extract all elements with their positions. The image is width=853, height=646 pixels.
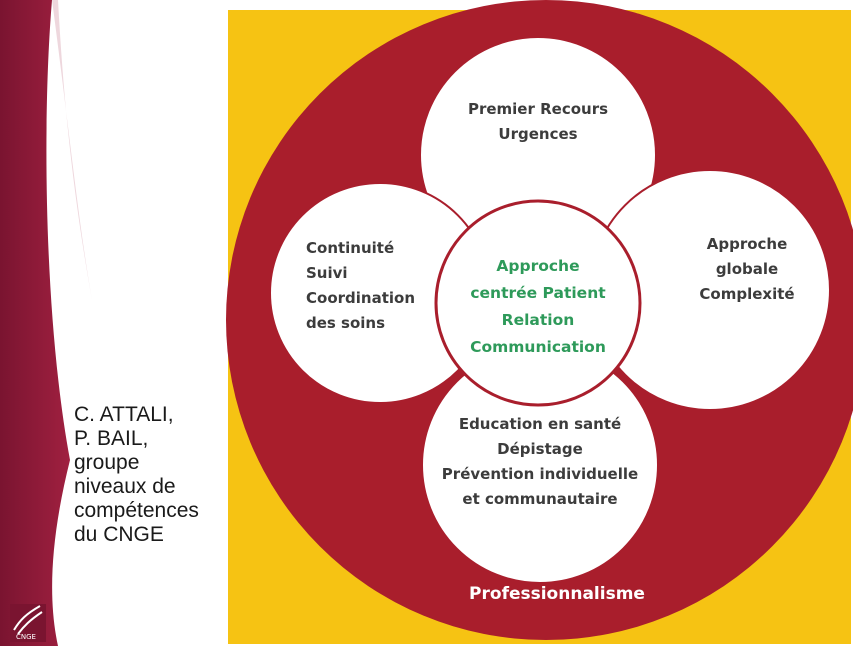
center-line: Relation	[501, 311, 575, 329]
center-circle	[434, 199, 642, 407]
center-circle-label: Approche centrée Patient Relation Commun…	[458, 253, 618, 361]
left-line: des soins	[306, 314, 386, 332]
bottom-line: Education en santé	[458, 415, 622, 433]
right-line: globale	[715, 260, 779, 278]
credit-line: groupe	[74, 451, 140, 474]
logo-label: CNGE	[16, 633, 36, 641]
right-line: Complexité	[699, 285, 795, 303]
top-circle-label: Premier Recours Urgences	[448, 97, 628, 147]
sidebar-swoosh	[52, 0, 92, 300]
bottom-line: Dépistage	[497, 440, 583, 458]
credit-line: C. ATTALI,	[74, 403, 174, 426]
center-line: Approche	[496, 257, 580, 275]
left-line: Suivi	[306, 264, 348, 282]
sidebar-band	[0, 0, 70, 646]
bottom-line: Prévention individuelle	[441, 465, 639, 483]
credit-line: niveaux de	[74, 475, 176, 498]
right-line: Approche	[706, 235, 788, 253]
center-line: centrée Patient	[470, 284, 606, 302]
author-credit: C. ATTALI, P. BAIL, groupe niveaux de co…	[74, 403, 234, 547]
left-line: Coordination	[306, 289, 415, 307]
left-line: Continuité	[306, 239, 395, 257]
top-line: Urgences	[498, 125, 578, 143]
top-line: Premier Recours	[467, 100, 609, 118]
bottom-line: et communautaire	[462, 490, 618, 508]
bottom-circle-label: Education en santé Dépistage Prévention …	[440, 412, 640, 512]
right-circle-label: Approche globale Complexité	[672, 232, 822, 307]
credit-line: du CNGE	[74, 523, 164, 546]
cnge-logo-icon	[10, 604, 46, 642]
credit-line: compétences	[74, 499, 199, 522]
outer-ring-label: Professionnalisme	[469, 584, 645, 604]
left-circle-label: Continuité Suivi Coordination des soins	[306, 236, 446, 336]
credit-line: P. BAIL,	[74, 427, 149, 450]
center-line: Communication	[470, 338, 606, 356]
